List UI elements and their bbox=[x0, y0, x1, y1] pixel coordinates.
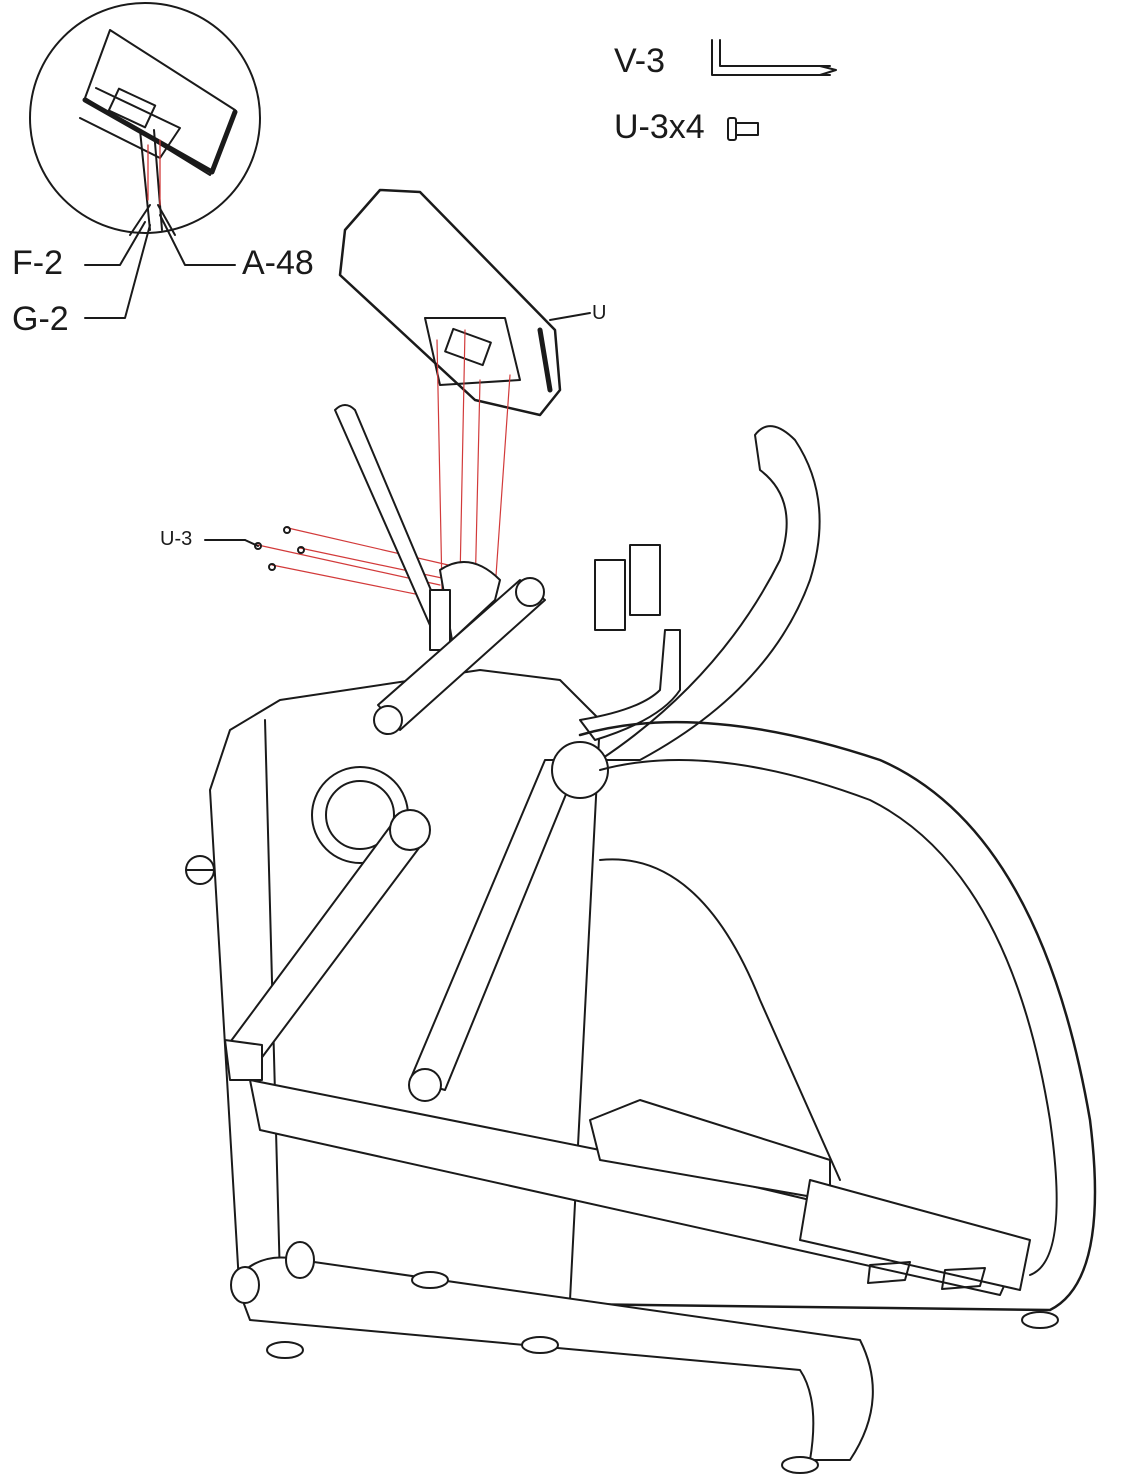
handlebar bbox=[551, 425, 821, 799]
label-u3x4: U-3x4 bbox=[614, 108, 705, 146]
pedal-arm bbox=[249, 1079, 1031, 1296]
label-a48: A-48 bbox=[242, 244, 314, 282]
console bbox=[338, 188, 591, 417]
base-frame bbox=[230, 1241, 1059, 1474]
detail-inset bbox=[29, 2, 261, 236]
label-f2: F-2 bbox=[12, 244, 63, 282]
allen-key-icon bbox=[711, 39, 837, 76]
bolt-icon bbox=[727, 117, 759, 141]
label-u: U bbox=[592, 302, 607, 324]
label-v3: V-3 bbox=[614, 42, 666, 80]
bolts-u3 bbox=[204, 526, 305, 571]
label-g2: G-2 bbox=[12, 300, 69, 338]
alignment-guides bbox=[257, 329, 511, 601]
console-mast bbox=[334, 404, 501, 651]
frame-housing bbox=[185, 669, 601, 1301]
side-rail bbox=[238, 720, 1097, 1312]
label-u3: U-3 bbox=[160, 528, 193, 550]
inset-leaders bbox=[84, 214, 236, 319]
lower-arm-left bbox=[224, 809, 431, 1081]
upper-link-arm bbox=[373, 577, 546, 735]
